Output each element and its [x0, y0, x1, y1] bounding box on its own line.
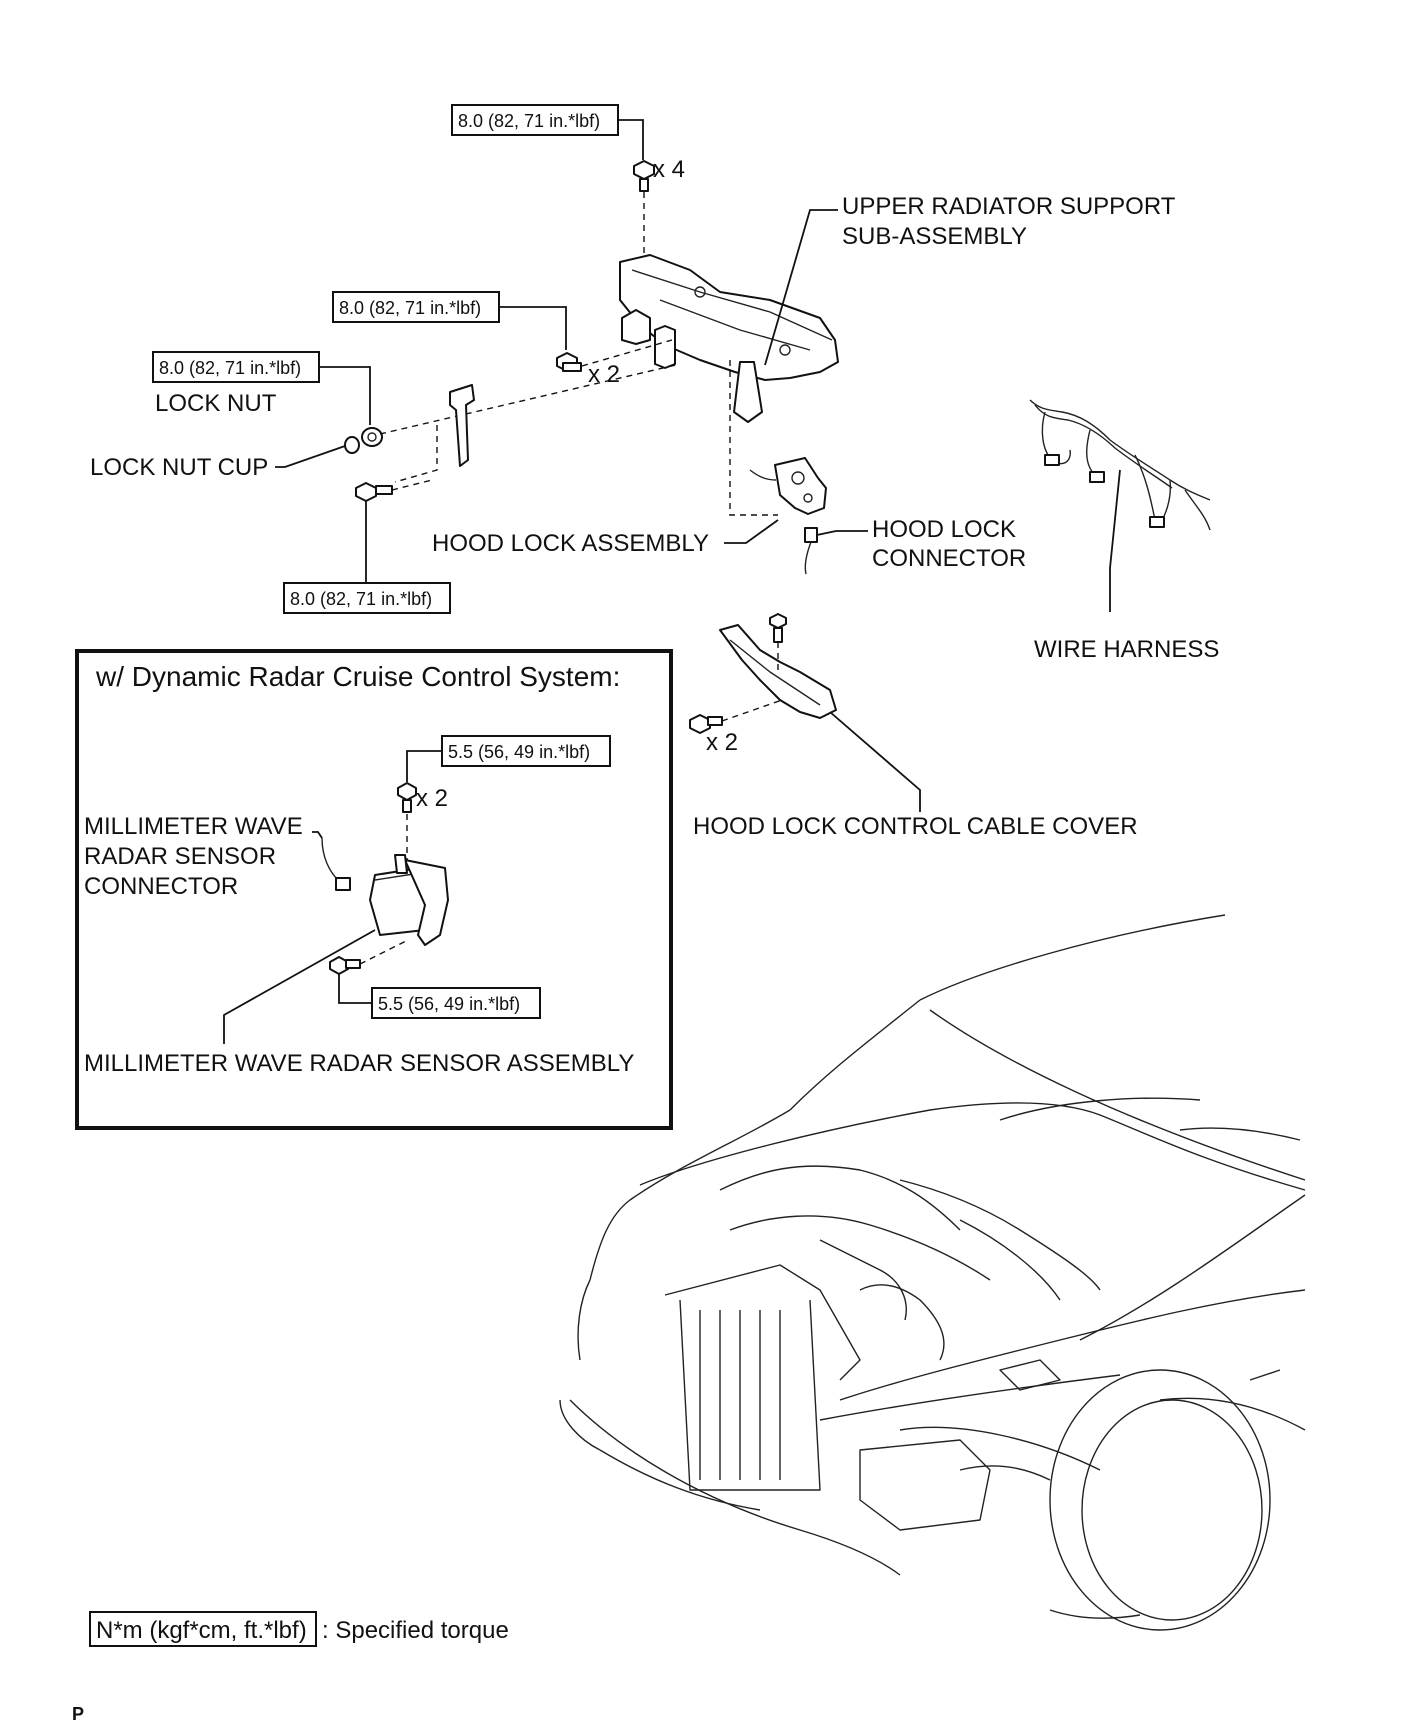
bolt-inset-top-icon	[397, 782, 417, 813]
hood-lock-assembly-part	[749, 457, 827, 515]
radar-connector-part	[321, 837, 351, 891]
label-upper-radiator-support-2: SUB-ASSEMBLY	[842, 223, 1027, 250]
label-hood-lock-connector-1: HOOD LOCK	[872, 516, 1016, 543]
hood-lock-rod-part	[449, 384, 475, 467]
bolt-inset-lower-icon	[329, 956, 361, 975]
radar-sensor-part	[369, 854, 449, 946]
label-lock-nut-cup: LOCK NUT CUP	[90, 454, 268, 481]
svg-text:5.5 (56, 49 in.*lbf): 5.5 (56, 49 in.*lbf)	[378, 994, 520, 1014]
label-hood-lock-assembly: HOOD LOCK ASSEMBLY	[432, 530, 709, 557]
label-mmw-connector-3: CONNECTOR	[84, 873, 238, 900]
hood-lock-connector-part	[804, 527, 818, 575]
label-lock-nut: LOCK NUT	[155, 390, 277, 417]
upper-radiator-support-part	[619, 254, 839, 423]
svg-text:8.0 (82, 71 in.*lbf): 8.0 (82, 71 in.*lbf)	[290, 589, 432, 609]
svg-text:8.0 (82, 71 in.*lbf): 8.0 (82, 71 in.*lbf)	[339, 298, 481, 318]
vehicle-front-illustration	[559, 914, 1306, 1631]
legend-unit: N*m (kgf*cm, ft.*lbf)	[96, 1617, 307, 1644]
qty-x2-a: x 2	[588, 361, 620, 388]
label-upper-radiator-support-1: UPPER RADIATOR SUPPORT	[842, 193, 1176, 220]
inset-dynamic-radar: w/ Dynamic Radar Cruise Control System: …	[75, 649, 673, 1130]
label-hood-lock-control-cable-cover: HOOD LOCK CONTROL CABLE COVER	[693, 813, 1138, 840]
qty-x4: x 4	[653, 156, 685, 183]
label-wire-harness: WIRE HARNESS	[1034, 636, 1219, 663]
lock-nut-icon	[361, 427, 383, 447]
qty-x2-cover: x 2	[706, 729, 738, 756]
bolt-2-icon	[556, 352, 582, 372]
label-hood-lock-connector-2: CONNECTOR	[872, 545, 1026, 572]
bolt-cover-top-icon	[769, 613, 787, 643]
corner-mark: P	[72, 1704, 84, 1724]
svg-text:5.5 (56, 49 in.*lbf): 5.5 (56, 49 in.*lbf)	[448, 742, 590, 762]
wire-harness-part	[1029, 399, 1211, 531]
svg-text:8.0 (82, 71 in.*lbf): 8.0 (82, 71 in.*lbf)	[159, 358, 301, 378]
bolt-top-icon	[633, 160, 655, 192]
bolt-cover-left-icon	[689, 714, 723, 734]
lock-nut-cup-icon	[344, 436, 360, 454]
svg-text:8.0 (82, 71 in.*lbf): 8.0 (82, 71 in.*lbf)	[458, 111, 600, 131]
torque-callout-top: 8.0 (82, 71 in.*lbf)	[451, 104, 644, 160]
torque-callout-4: 8.0 (82, 71 in.*lbf)	[283, 582, 451, 614]
hood-lock-cable-cover-part	[719, 624, 837, 719]
bolt-lower-icon	[355, 482, 393, 502]
label-mmw-connector-1: MILLIMETER WAVE	[84, 813, 303, 840]
inset-title: w/ Dynamic Radar Cruise Control System:	[95, 661, 620, 692]
label-mmw-connector-2: RADAR SENSOR	[84, 843, 276, 870]
legend-description: : Specified torque	[322, 1617, 509, 1644]
torque-callout-6: 5.5 (56, 49 in.*lbf)	[371, 987, 541, 1019]
torque-legend: N*m (kgf*cm, ft.*lbf) : Specified torque	[89, 1611, 509, 1647]
torque-callout-3: 8.0 (82, 71 in.*lbf)	[152, 351, 371, 425]
torque-callout-5: 5.5 (56, 49 in.*lbf)	[406, 735, 611, 782]
torque-callout-2: 8.0 (82, 71 in.*lbf)	[332, 291, 567, 350]
label-mmw-assembly: MILLIMETER WAVE RADAR SENSOR ASSEMBLY	[84, 1050, 634, 1077]
qty-x2-inset: x 2	[416, 785, 448, 812]
